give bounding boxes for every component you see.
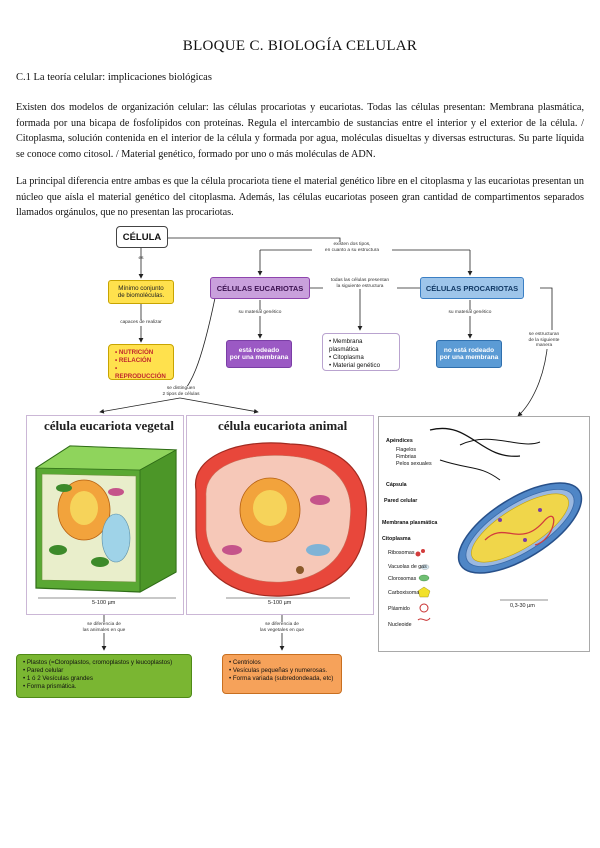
estructura-comun-box: • Membrana plasmática • Citoplasma • Mat… (322, 333, 400, 371)
apendices-flagelos: Flagelos (396, 447, 417, 453)
procariota-cell-illustration (415, 427, 583, 621)
funcion-item: • NUTRICIÓN (115, 349, 154, 356)
vegetal-cell-illustration (34, 445, 178, 599)
funcion-nutricion: NUTRICIÓN (118, 349, 154, 356)
animal-item-forma: Forma variada (subredondeada, etc) (232, 675, 334, 682)
eucariotas-box: CÉLULAS EUCARIOTAS (210, 277, 310, 299)
vegetal-list-box: • Plastos (=Cloroplastos, cromoplastos y… (16, 654, 192, 698)
apendices-pelos: Pelos sexuales (396, 461, 432, 467)
label-su-material-euc: su material genético (232, 310, 288, 316)
funciones-box: • NUTRICIÓN • RELACIÓN • REPRODUCCIÓN (108, 344, 174, 380)
label-diferencia-animal: se diferencia de las vegetales en que (254, 622, 310, 634)
carboxisoma-label: Carboxisoma (388, 590, 420, 596)
animal-item: • Forma variada (subredondeada, etc) (229, 675, 334, 682)
vegetal-item: • Plastos (=Cloroplastos, cromoplastos y… (23, 659, 173, 666)
vegetal-item: • 1 ó 2 Vesículas grandes (23, 675, 93, 682)
comun-item: • Material genético (329, 362, 381, 369)
animal-item-centriolos: Centriolos (232, 659, 261, 666)
vegetal-item-plastos: Plastos (=Cloroplastos, cromoplastos y l… (26, 659, 173, 666)
label-capaces: capaces de realizar (112, 320, 170, 326)
no-rodeado-box: no está rodeado por una membrana (436, 340, 502, 368)
comun-citoplasma: Citoplasma (332, 354, 364, 361)
vegetal-item: • Forma prismática. (23, 683, 77, 690)
apendices-fimbrias: Fimbrias (396, 454, 417, 460)
page-title: BLOQUE C. BIOLOGÍA CELULAR (182, 38, 418, 54)
vegetal-scale: 5-100 µm (92, 600, 116, 606)
comun-material: Material genético (332, 362, 381, 369)
funcion-relacion: RELACIÓN (118, 357, 152, 364)
animal-scale: 5-100 µm (268, 600, 292, 606)
procariotas-box: CÉLULAS PROCARIOTAS (420, 277, 524, 299)
vegetal-title: célula eucariota vegetal (44, 418, 174, 433)
section-heading: C.1 La teoría celular: implicaciones bio… (16, 72, 212, 83)
capsula-label: Cápsula (386, 482, 407, 488)
vegetal-item-forma: Forma prismática. (26, 683, 77, 690)
comun-item: • Citoplasma (329, 354, 364, 361)
paragraph-intro: Existen dos modelos de organización celu… (16, 102, 584, 160)
apendices-label: Apéndices (386, 438, 413, 444)
comun-item: • Membrana plasmática (329, 338, 363, 353)
animal-item: • Vesículas pequeñas y numerosas. (229, 667, 328, 674)
comun-membrana: Membrana plasmática (329, 338, 363, 353)
minimo-box: Mínimo conjunto de biomoléculas. (108, 280, 174, 304)
pared-label: Pared celular (384, 498, 418, 504)
concept-map: CÉLULA es existen dos tipos, en cuanto a… (0, 220, 600, 710)
membrana-label: Membrana plasmática (382, 520, 438, 526)
animal-title: célula eucariota animal (218, 418, 348, 433)
paragraph-difference: La principal diferencia entre ambas es q… (16, 176, 584, 218)
celula-box: CÉLULA (116, 226, 168, 248)
rodeado-box: está rodeado por una membrana (226, 340, 292, 368)
animal-item: • Centriolos (229, 659, 261, 666)
vacuolas-label: Vacuolas de gas (388, 564, 427, 570)
clorosomas-label: Clorosomas (388, 576, 417, 582)
animal-item-vesiculas: Vesículas pequeñas y numerosas. (232, 667, 328, 674)
nucleoide-label: Nucleoide (388, 622, 412, 628)
label-se-estructuran: se estructuran de la siguiente manera (518, 332, 570, 349)
animal-list-box: • Centriolos • Vesículas pequeñas y nume… (222, 654, 342, 694)
funcion-item: • RELACIÓN (115, 357, 152, 364)
citoplasma-label: Citoplasma (382, 536, 411, 542)
label-es: es (138, 256, 144, 261)
vegetal-item: • Pared celular (23, 667, 64, 674)
ribosomas-label: Ribosomas (388, 550, 415, 556)
funcion-reproduccion: REPRODUCCIÓN (115, 373, 166, 380)
label-todas: todas las células presentan la siguiente… (323, 278, 397, 290)
procariota-scale: 0,3-30 µm (510, 603, 535, 609)
label-diferencia-vegetal: se diferencia de las animales en que (76, 622, 132, 634)
animal-cell-illustration (195, 442, 368, 599)
vegetal-item-pared: Pared celular (26, 667, 64, 674)
plasmido-label: Plásmido (388, 606, 410, 612)
vegetal-item-vesiculas: 1 ó 2 Vesículas grandes (26, 675, 93, 682)
funcion-item: • REPRODUCCIÓN (115, 365, 166, 380)
label-su-material-pro: su material genético (442, 310, 498, 316)
label-distinguen: se distinguen 2 tipos de células (150, 386, 212, 398)
label-existen: existen dos tipos, en cuanto a su estruc… (312, 242, 392, 254)
